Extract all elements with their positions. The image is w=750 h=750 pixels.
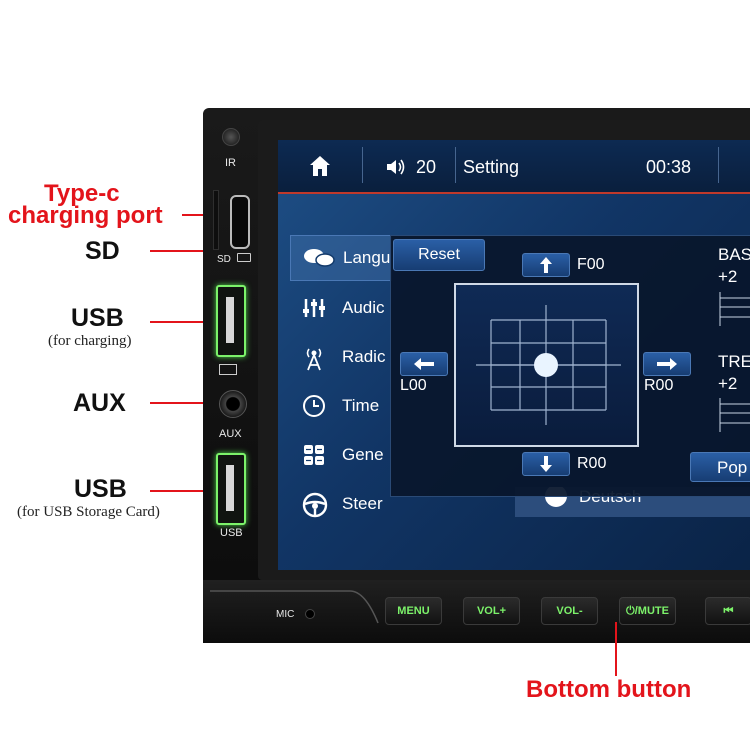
aux-jack[interactable] [219,390,247,418]
volume-level: 20 [416,157,437,177]
menu-item-label: Steer [342,494,383,513]
treble-value: +2 [718,374,738,393]
type-c-port[interactable] [230,195,250,249]
treble-slider[interactable] [718,398,750,432]
bottom-button-pointer-line [615,622,617,676]
fader-front-value: F00 [577,256,605,273]
grid-icon [302,443,326,467]
menu-item-general[interactable]: Gene [290,433,390,477]
reset-button[interactable]: Reset [393,239,485,271]
clock-icon [302,394,326,418]
vol-up-hw-button[interactable]: VOL+ [463,597,520,625]
charging-battery-icon [219,364,237,375]
bass-slider[interactable] [718,292,750,326]
sd-device-label: SD [217,254,231,265]
menu-item-label: Time [342,396,380,415]
menu-item-audio[interactable]: Audic [290,286,390,330]
menu-hw-button[interactable]: MENU [385,597,442,625]
bottom-curve-trim [210,585,380,625]
aux-pointer-line [150,402,222,404]
menu-item-label: Gene [342,445,384,464]
antenna-icon [302,345,326,371]
topbar-divider [362,147,363,183]
bass-value: +2 [718,267,738,286]
usb-storage-label: USB [74,475,127,503]
fader-rear-button[interactable] [522,452,570,476]
sd-label: SD [85,237,120,265]
page-title: Setting [463,157,520,177]
usb-charging-label: USB [71,304,124,332]
balance-right-value: R00 [644,377,674,394]
menu-item-radio[interactable]: Radic [290,335,390,379]
aux-label: AUX [73,389,126,417]
aux-device-label: AUX [219,428,242,440]
eq-preset-button[interactable]: Pop [690,452,750,482]
chat-bubbles-icon [303,246,335,270]
usb-charging-sublabel: (for charging) [48,333,132,349]
menu-item-label: Radic [342,347,386,366]
balance-right-button[interactable] [643,352,691,376]
equalizer-icon [302,296,326,320]
bottom-button-label: Bottom button [526,676,692,703]
fader-front-button[interactable] [522,253,570,277]
ir-sensor-icon [222,128,240,146]
vol-down-hw-button[interactable]: VOL- [541,597,598,625]
usb-storage-port[interactable] [216,453,246,525]
clock-time: 00:38 [646,157,692,177]
menu-item-label: Langu [343,248,391,267]
previous-track-hw-button[interactable]: ⏮ [705,597,750,625]
balance-fader-grid[interactable] [454,283,639,447]
usb-storage-pointer-line [150,490,220,492]
steering-wheel-icon [302,492,328,518]
usb-device-label: USB [220,527,243,539]
home-icon[interactable] [308,154,332,178]
menu-item-steering[interactable]: Steer [290,482,390,526]
type-c-label-line1: Type-c [44,180,120,207]
mic-label: MIC [276,609,295,620]
topbar-divider [455,147,456,183]
sd-pointer-line [150,250,220,252]
ir-label: IR [225,157,236,169]
balance-left-button[interactable] [400,352,448,376]
battery-icon [237,253,251,262]
type-c-label-line2: charging port [8,202,163,229]
menu-item-time[interactable]: Time [290,384,390,428]
treble-label: TRE [718,352,750,371]
menu-item-language[interactable]: Langu [290,235,392,281]
topbar-divider [718,147,719,183]
menu-item-label: Audic [342,298,385,317]
usb-charging-pointer-line [150,321,220,323]
bass-label: BAS [718,245,750,264]
balance-left-value: L00 [400,377,427,394]
sd-slot[interactable] [213,190,219,250]
usb-charging-port[interactable] [216,285,246,357]
power-mute-hw-button[interactable]: ⏻/MUTE [619,597,676,625]
fader-rear-value: R00 [577,455,607,472]
mic-hole-icon [305,609,315,619]
usb-storage-sublabel: (for USB Storage Card) [17,504,160,520]
status-bar [278,140,750,194]
speaker-icon[interactable] [385,157,407,177]
